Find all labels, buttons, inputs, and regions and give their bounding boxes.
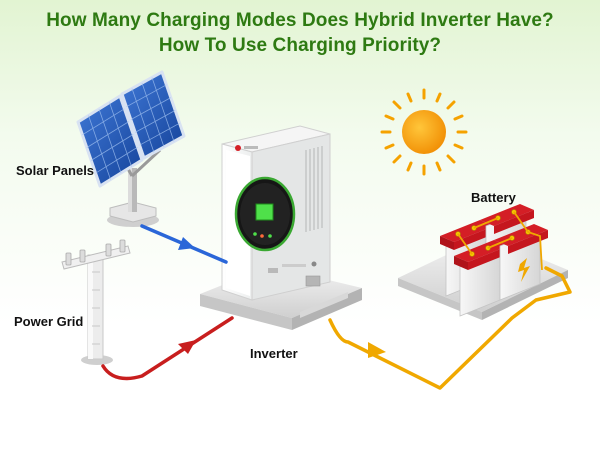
battery-flow-line <box>328 266 572 390</box>
utility-pole-icon <box>61 239 131 365</box>
battery-bank-icon <box>440 204 548 317</box>
title-line-1: How Many Charging Modes Does Hybrid Inve… <box>46 10 554 31</box>
label-power-grid: Power Grid <box>14 314 84 329</box>
solar-flow-arrow <box>178 237 195 250</box>
battery-flow-arrow <box>368 342 386 358</box>
title-line-2: How To Use Charging Priority? <box>158 35 442 56</box>
label-solar-panels: Solar Panels <box>16 163 95 178</box>
hybrid-inverter-icon <box>221 125 331 301</box>
label-inverter: Inverter <box>250 346 298 361</box>
sun-icon <box>380 88 468 176</box>
grid-flow-line <box>101 316 234 381</box>
grid-flow-arrow <box>178 340 196 354</box>
solar-panel-icon <box>76 70 186 227</box>
label-battery: Battery <box>471 190 516 205</box>
